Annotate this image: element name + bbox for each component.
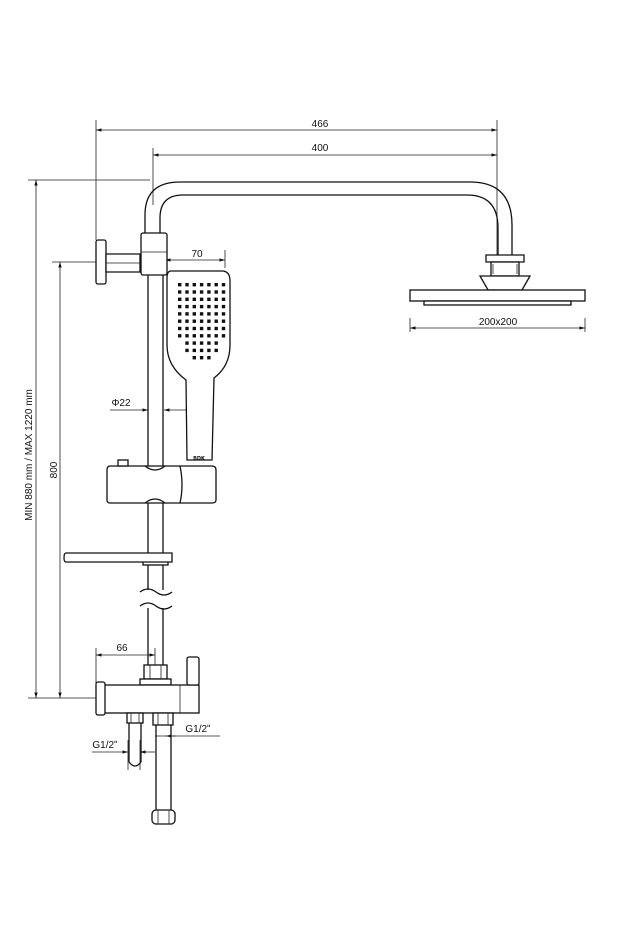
nozzle [199,341,204,345]
nozzle [178,334,182,338]
dimension-lines [28,120,586,770]
dim-arm-width-label: 400 [312,143,329,154]
nozzle [192,304,196,309]
nozzle [178,326,182,331]
nozzle [221,304,226,309]
nozzle [185,312,189,316]
dim-total-width-label: 466 [312,119,329,130]
nozzle [207,334,211,338]
nozzle [221,312,226,316]
nozzle [221,334,226,338]
nozzle [192,341,196,345]
nozzle [185,334,189,338]
nozzle [192,348,196,353]
nozzle [199,348,204,353]
slider-holder [106,459,217,504]
nozzle [192,297,196,301]
dim-inlet-right-label: G1/2ʺ [185,724,211,735]
dim-handshower-width-label: 70 [191,249,203,260]
nozzle [214,341,218,345]
nozzle [207,348,211,353]
soap-dish [63,552,173,563]
nozzle [178,283,182,287]
nozzle [199,283,204,287]
inlet-right [151,712,176,825]
nozzle [199,297,204,301]
nozzle [221,326,226,331]
inlet-left [126,712,144,767]
nozzle [221,283,226,287]
nozzle [185,290,189,294]
nozzle [207,341,211,345]
nozzle [185,319,189,323]
nozzle [199,312,204,316]
nozzle [199,290,204,294]
nozzle [192,290,196,294]
nozzle [199,319,204,323]
nozzle [185,283,189,287]
hand-shower-nozzles [178,283,226,360]
nozzle [207,326,211,331]
nozzle [178,319,182,323]
nozzle [199,304,204,309]
nozzle [192,312,196,316]
shower-head [409,254,586,306]
nozzle [185,304,189,309]
nozzle [214,348,218,353]
nozzle [207,304,211,309]
mixer-body [95,656,200,716]
nozzle [199,326,204,331]
nozzle [214,283,218,287]
nozzle [214,290,218,294]
nozzle [207,297,211,301]
hand-shower: BDK [166,270,231,462]
nozzle [199,356,204,360]
nozzle [192,283,196,287]
nozzle [214,334,218,338]
nozzle [192,326,196,331]
dim-inlet-left-label: G1/2ʺ [92,740,118,751]
nozzle [207,312,211,316]
wall-bracket-top [95,239,141,285]
nozzle [185,297,189,301]
nozzle [178,312,182,316]
shower-arm [144,181,513,255]
nozzle [214,326,218,331]
nozzle [178,297,182,301]
nozzle [214,319,218,323]
nozzle [192,356,196,360]
nozzle [199,334,204,338]
nozzle [207,283,211,287]
dim-head-size-label: 200x200 [479,317,518,328]
nozzle [221,319,226,323]
nozzle [178,304,182,309]
nozzle [185,326,189,331]
nozzle [185,341,189,345]
dim-height-label: 800 [49,461,60,478]
dim-mixer-offset-label: 66 [116,643,128,654]
nozzle [214,312,218,316]
nozzle [192,334,196,338]
nozzle [185,348,189,353]
dim-range-label: MIN 880 mm / MAX 1220 mm [24,389,35,521]
nozzle [221,290,226,294]
dim-bar-diameter-label: Φ22 [111,398,131,409]
nozzle [207,356,211,360]
nozzle [214,304,218,309]
nozzle [192,319,196,323]
nozzle [214,297,218,301]
nozzle [221,297,226,301]
nozzle [207,290,211,294]
nozzle [207,319,211,323]
nozzle [178,290,182,294]
hand-shower-logo: BDK [193,456,206,462]
